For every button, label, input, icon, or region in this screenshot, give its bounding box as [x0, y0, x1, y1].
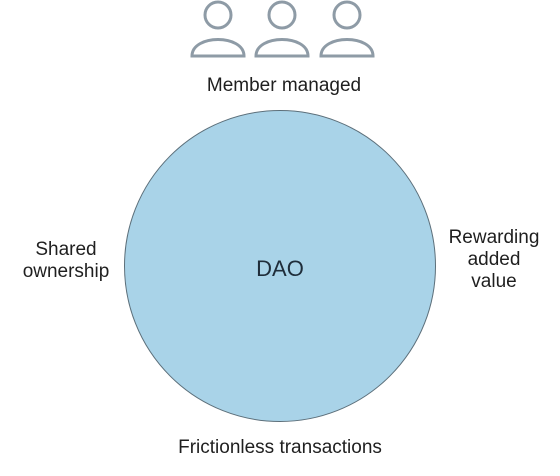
- dao-circle: [124, 110, 436, 422]
- rewarding-added-value-line: Rewarding: [448, 227, 540, 248]
- dao-center-label: DAO: [256, 256, 304, 281]
- person-icon: [190, 0, 246, 58]
- rewarding-added-value-line: value: [471, 271, 517, 292]
- frictionless-transactions-label: Frictionless transactions: [178, 437, 382, 458]
- shared-ownership-label: Shared ownership: [18, 239, 114, 283]
- member-managed-label: Member managed: [206, 75, 362, 96]
- rewarding-added-value-label: Rewarding added value: [438, 227, 550, 293]
- shared-ownership-line: ownership: [22, 261, 110, 282]
- person-icon: [254, 0, 310, 58]
- rewarding-added-value-line: added: [467, 249, 521, 270]
- shared-ownership-line: Shared: [35, 239, 97, 260]
- person-icon: [319, 0, 375, 58]
- members-group: [190, 0, 375, 58]
